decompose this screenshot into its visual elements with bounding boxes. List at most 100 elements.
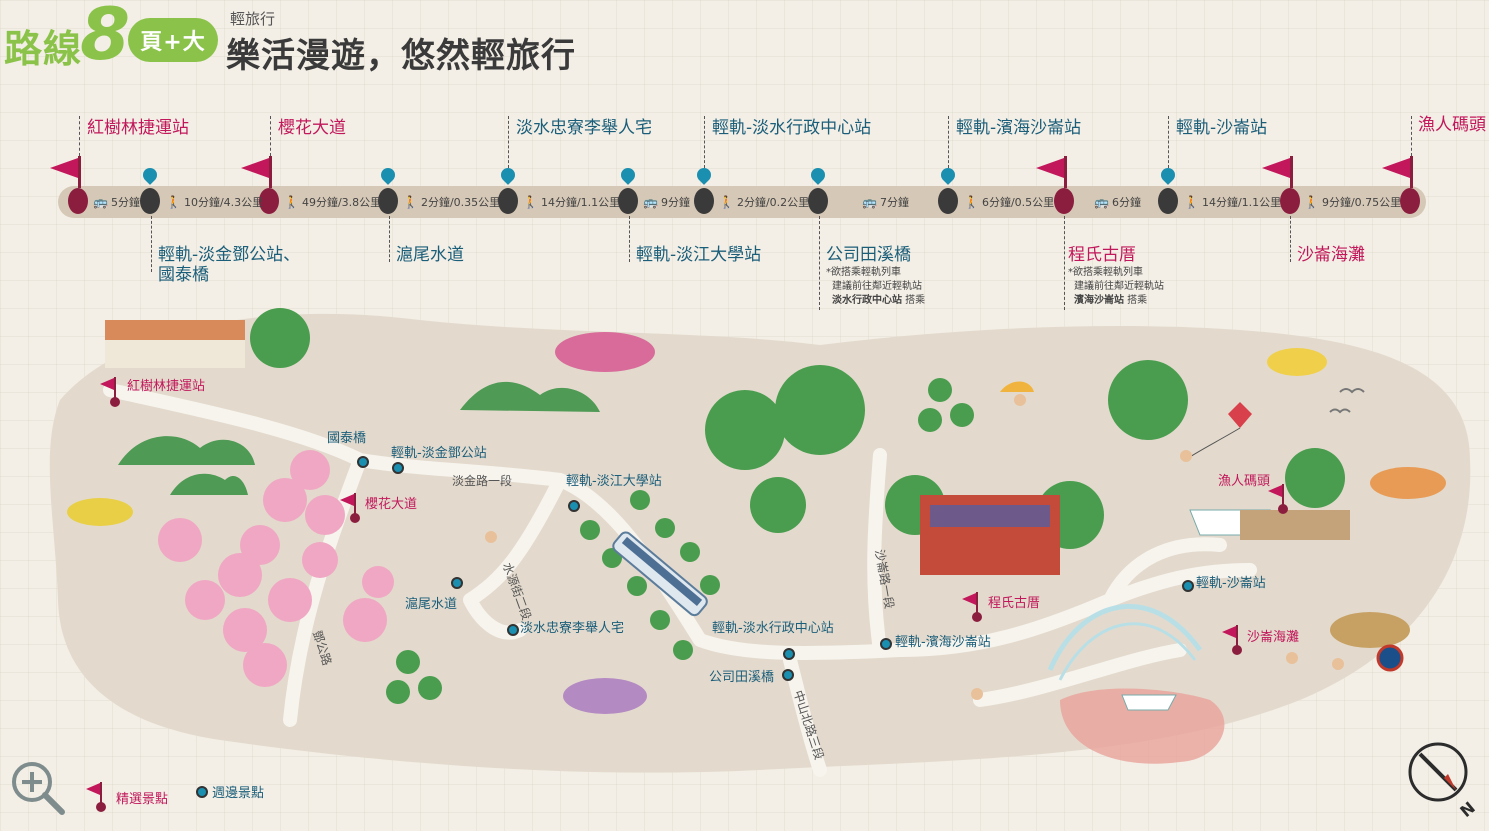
compass-icon: N — [1408, 742, 1479, 821]
timeline-node-admin[interactable] — [692, 186, 716, 216]
bus-icon: 🚌 — [93, 195, 108, 209]
map-label-hongshulin[interactable]: 紅樹林捷運站 — [127, 379, 206, 394]
timeline-label-cheng[interactable]: 程氏古厝 — [1068, 245, 1136, 265]
pier — [1240, 510, 1350, 540]
umbrella-icon — [1000, 381, 1034, 392]
timeline-node-dengong[interactable] — [138, 186, 162, 216]
timeline-node-huwei[interactable] — [376, 186, 400, 216]
segment-8: 🚌7分鐘 — [862, 195, 909, 209]
water-area — [1060, 688, 1225, 764]
hill-icon — [170, 473, 248, 495]
map-label-cheng[interactable]: 程氏古厝 — [988, 596, 1041, 611]
timeline-label-huwei[interactable]: 滬尾水道 — [396, 245, 464, 265]
kite-icon — [1228, 402, 1252, 428]
walk-icon: 🚶 — [964, 195, 979, 209]
walk-icon: 🚶 — [403, 195, 418, 209]
map-flag-icon — [962, 592, 988, 622]
subtitle: 輕旅行 — [230, 10, 276, 28]
timeline-label-admin[interactable]: 輕軌-淡水行政中心站 — [712, 118, 872, 138]
map-pin-icon — [451, 577, 463, 589]
timeline-label-gongsitian[interactable]: 公司田溪橋 — [826, 245, 911, 265]
map-label-binhai[interactable]: 輕軌-濱海沙崙站 — [895, 635, 991, 650]
timeline-label-shalun[interactable]: 輕軌-沙崙站 — [1176, 118, 1268, 138]
map-pin-icon — [1182, 580, 1194, 592]
horse-rider-icon — [1286, 652, 1298, 664]
timeline-node-binhai[interactable] — [936, 186, 960, 216]
timeline-node-fisherman[interactable] — [1398, 186, 1422, 216]
map-flag-icon — [1222, 625, 1248, 655]
walk-icon: 🚶 — [523, 195, 538, 209]
bridge-arch — [1047, 603, 1203, 671]
timeline-node-zhongliao[interactable] — [496, 186, 520, 216]
bus-icon: 🚌 — [1094, 195, 1109, 209]
map-pin-icon — [568, 500, 580, 512]
map-pin-icon — [783, 648, 795, 660]
timeline-node-beach[interactable] — [1278, 186, 1302, 216]
map-label-dengong[interactable]: 輕軌-淡金鄧公站 — [391, 446, 487, 461]
kite-person-icon — [1180, 450, 1192, 462]
map-label-guotai[interactable]: 國泰橋 — [327, 431, 367, 446]
segment-2: 🚶10分鐘/4.3公里 — [166, 195, 264, 209]
map-label-tamkang[interactable]: 輕軌-淡江大學站 — [566, 474, 662, 489]
segment-5: 🚶14分鐘/1.1公里 — [523, 195, 621, 209]
walk-icon: 🚶 — [1304, 195, 1319, 209]
map-label-zhongliao[interactable]: 淡水忠寮李舉人宅 — [520, 621, 625, 636]
segment-10: 🚌6分鐘 — [1094, 195, 1141, 209]
segment-12: 🚶9分鐘/0.75公里 — [1304, 195, 1402, 209]
horse-rider-icon — [1332, 658, 1344, 670]
map-label-admin[interactable]: 輕軌-淡水行政中心站 — [712, 621, 834, 636]
road-network — [103, 383, 1257, 777]
bird-icon — [1339, 388, 1365, 394]
timeline-label-dengong[interactable]: 輕軌-淡金鄧公站、 — [158, 245, 301, 265]
route-label: 路線 — [4, 27, 83, 71]
cloud-icon — [555, 332, 655, 372]
zoom-in-icon[interactable] — [8, 758, 66, 816]
map-label-sakura[interactable]: 櫻花大道 — [365, 497, 418, 512]
legend-pin-icon — [196, 785, 208, 798]
timeline-label-guotai[interactable]: 國泰橋 — [158, 265, 209, 285]
timeline-label-sakura[interactable]: 櫻花大道 — [278, 118, 346, 138]
hill-icon — [460, 381, 600, 412]
timeline-node-sakura[interactable] — [257, 186, 281, 216]
map-label-beach[interactable]: 沙崙海灘 — [1247, 630, 1300, 645]
map-label-fisherman[interactable]: 漁人碼頭 — [1218, 474, 1271, 489]
segment-11: 🚶14分鐘/1.1公里 — [1184, 195, 1282, 209]
bus-icon: 🚌 — [643, 195, 658, 209]
segment-4: 🚶2分鐘/0.35公里 — [403, 195, 501, 209]
route-number: 8 — [80, 0, 131, 76]
timeline-track — [58, 186, 1426, 218]
light-rail-train-icon — [612, 531, 708, 617]
hiker-icon — [485, 531, 497, 543]
walk-icon: 🚶 — [719, 195, 734, 209]
map-flag-icon — [340, 493, 366, 523]
mrt-station-building — [105, 340, 245, 368]
timeline-node-gongsitian[interactable] — [806, 186, 830, 216]
cherry-tree-icon — [158, 450, 394, 687]
map-flag-icon — [100, 377, 126, 407]
timeline-label-hongshulin[interactable]: 紅樹林捷運站 — [87, 118, 189, 138]
map-pin-icon — [357, 456, 369, 468]
timeline-node-tamkang[interactable] — [616, 186, 640, 216]
transit-note-1: *欲搭乘輕軌列車 建議前往鄰近輕軌站 淡水行政中心站 搭乘 — [826, 267, 926, 306]
map-label-huwei[interactable]: 滬尾水道 — [405, 597, 458, 612]
timeline-label-fisherman[interactable]: 漁人碼頭 — [1418, 115, 1486, 135]
map-pin-icon — [392, 462, 404, 474]
timeline-label-zhongliao[interactable]: 淡水忠寮李舉人宅 — [516, 118, 652, 138]
timeline-node-shalun[interactable] — [1156, 186, 1180, 216]
cloud-icon — [1370, 467, 1446, 499]
walk-icon: 🚶 — [1184, 195, 1199, 209]
segment-7: 🚶2分鐘/0.2公里 — [719, 195, 810, 209]
mode-badge: 頁+大 — [128, 18, 218, 62]
timeline-label-binhai[interactable]: 輕軌-濱海沙崙站 — [956, 118, 1082, 138]
segment-1: 🚌5分鐘 — [93, 195, 140, 209]
map-flag-icon — [1268, 484, 1294, 514]
timeline-label-beach[interactable]: 沙崙海灘 — [1297, 245, 1365, 265]
segment-9: 🚶6分鐘/0.5公里 — [964, 195, 1055, 209]
map-label-shalun-station[interactable]: 輕軌-沙崙站 — [1196, 576, 1266, 591]
timeline-label-tamkang[interactable]: 輕軌-淡江大學站 — [636, 245, 762, 265]
cloud-icon — [67, 498, 133, 526]
walk-icon: 🚶 — [284, 195, 299, 209]
walk-icon: 🚶 — [166, 195, 181, 209]
map-label-gongsitian[interactable]: 公司田溪橋 — [709, 670, 775, 685]
